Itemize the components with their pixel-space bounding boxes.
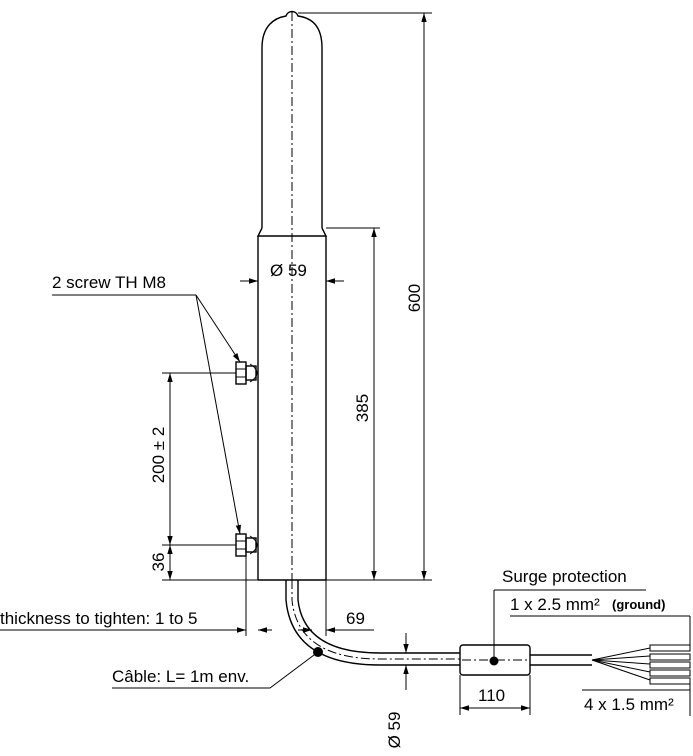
dim-69 [298, 580, 374, 636]
surge-label: Surge protection [502, 567, 627, 586]
ground-note-label: (ground) [612, 597, 665, 612]
pole-body [256, 10, 328, 581]
ground-wire-label: 1 x 2.5 mm² [510, 595, 600, 614]
surge-protector [459, 589, 691, 716]
offset-69-label: 69 [346, 609, 365, 628]
bottom-offset-label: 36 [149, 553, 168, 572]
dim-thickness [0, 556, 272, 636]
upper-screw [235, 361, 258, 385]
cable-label: Câble: L= 1m env. [112, 667, 249, 686]
dim-diam-bottom [398, 633, 460, 690]
screw-label: 2 screw TH M8 [52, 273, 166, 292]
height-lower-label: 385 [353, 394, 372, 422]
dim-200 [162, 372, 236, 546]
lower-screw [235, 533, 258, 557]
wires-label: 4 x 1.5 mm² [584, 695, 674, 714]
thickness-label: thickness to tighten: 1 to 5 [0, 609, 198, 628]
diam-top-label: Ø 59 [270, 261, 307, 280]
dim-385 [326, 227, 380, 580]
dim-600 [298, 12, 432, 581]
screw-spacing-label: 200 ± 2 [149, 427, 168, 484]
dim-110 [459, 675, 531, 715]
length-110-label: 110 [478, 686, 505, 705]
height-total-label: 600 [405, 284, 424, 312]
cable [112, 580, 460, 689]
screw-leaders [52, 294, 242, 535]
diam-bottom-label: Ø 59 [385, 712, 404, 749]
dim-36 [162, 545, 258, 581]
